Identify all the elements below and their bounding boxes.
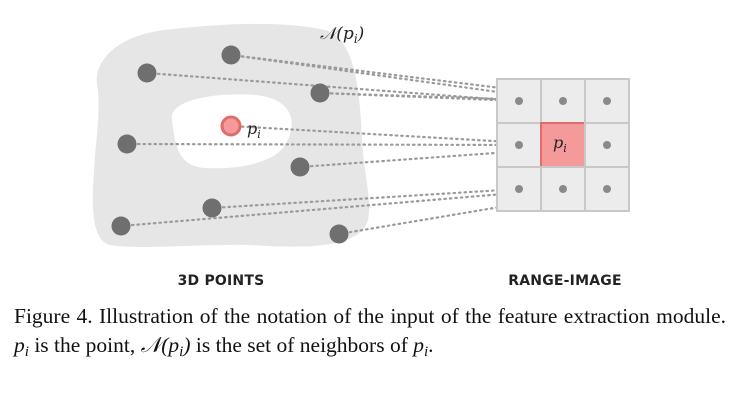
point-cloud-point [290,157,310,177]
range-image-pixel-dot [559,97,567,105]
point-cloud-points [111,45,349,244]
dotted-correspondence-line [210,187,521,210]
highlighted-point-pi [220,115,242,137]
dotted-correspondence-line [125,142,521,147]
range-image-grid [496,78,630,212]
point-cloud-point [310,83,330,103]
point-cloud-point [111,216,131,236]
point-cloud-point [221,45,241,65]
diagram: 𝒩(pi) pi pi 3D POINTS RANGE-IMAGE [92,23,630,289]
dotted-correspondence-line [298,143,609,169]
dotted-correspondence-line [145,71,521,103]
dotted-correspondence-line [119,187,565,228]
range-image-pixel-dot [515,185,523,193]
caption-rest: is the set of neighbors of [195,333,408,357]
range-image-pixel-dot [515,141,523,149]
caption-prefix: Figure 4. Illustration of the notation o… [14,304,726,328]
point-cloud-point [202,198,222,218]
caption-middle: is the point, [34,333,136,357]
point-cloud-point [329,224,349,244]
point-cloud-point [137,63,157,83]
range-image-pixel-dot [603,185,611,193]
range-image-pixel-dot [559,185,567,193]
caption-point-var: pi [14,333,29,360]
left-panel-label: 3D POINTS [178,273,265,289]
range-image-pixel-dot [603,141,611,149]
caption-end-var: pi [413,333,429,360]
cell-label: pi [553,133,567,155]
range-image-pixel-dot [603,97,611,105]
point-label: pi [247,119,261,141]
range-image-pixel-dot [515,97,523,105]
right-panel-label: RANGE-IMAGE [508,273,621,289]
neighborhood-label: 𝒩(pi) [320,24,364,46]
caption-neigh-var: 𝒩(pi) [140,333,191,360]
point-cloud-point [117,134,137,154]
caption-end-punct: . [428,333,434,357]
figure-caption: Figure 4. Illustration of the notation o… [14,302,726,360]
